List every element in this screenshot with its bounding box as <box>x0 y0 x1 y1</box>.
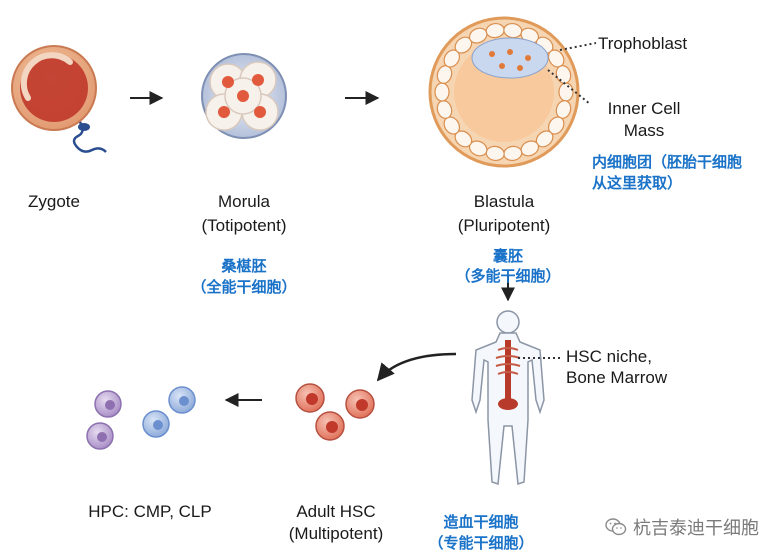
hpc-cell <box>86 422 114 450</box>
morula-potency-label: (Totipotent) <box>201 216 287 235</box>
adult-hsc-label: Adult HSC <box>296 502 376 521</box>
morula-illustration <box>201 53 287 139</box>
adult-hsc-cn-label: 造血干细胞 <box>443 513 519 531</box>
blastula-cn-sub-label: （多能干细胞） <box>455 267 561 285</box>
watermark-text: 杭吉泰迪干细胞 <box>633 518 759 539</box>
morula-cn-sub-label: （全能干细胞） <box>191 278 297 296</box>
watermark: 杭吉泰迪干细胞 <box>605 514 759 541</box>
zygote-label: Zygote <box>28 192 80 211</box>
trophoblast-cell <box>434 82 450 102</box>
blastula-cn-label: 囊胚 <box>492 247 523 265</box>
hsc-cell <box>345 389 375 419</box>
trophoblast-label: Trophoblast <box>598 34 688 53</box>
arrow-body-adult-hsc <box>376 352 457 382</box>
blastula-potency-label: (Pluripotent) <box>457 216 551 235</box>
hpc-cells <box>86 386 196 450</box>
trophoblast-cell <box>558 82 574 102</box>
hsc-cell <box>315 411 345 441</box>
zygote-illustration <box>11 45 107 153</box>
hpc-cell <box>142 410 170 438</box>
morula-cn-label: 桑椹胚 <box>221 257 267 275</box>
hsc-cell <box>295 383 325 413</box>
icm-note-label-2: 从这里获取） <box>592 174 683 192</box>
blastula-label: Blastula <box>473 192 535 211</box>
hpc-label: HPC: CMP, CLP <box>88 502 212 521</box>
inner-cell-mass-label: Inner Cell <box>607 99 681 118</box>
icm-pointer <box>547 69 591 105</box>
hsc-niche-label: HSC niche, <box>566 347 652 366</box>
adult-hsc-cells <box>295 383 375 441</box>
inner-cell-mass-label-2: Mass <box>623 121 665 140</box>
spine-ribcage-illustration <box>495 340 521 410</box>
hpc-cell <box>168 386 196 414</box>
blastula-illustration <box>428 16 580 168</box>
bone-marrow-label: Bone Marrow <box>566 368 668 387</box>
icm-note-label: 内细胞团（胚胎干细胞 <box>592 153 743 171</box>
morula-label: Morula <box>218 192 270 211</box>
hpc-cell <box>94 390 122 418</box>
adult-hsc-potency-label: (Multipotent) <box>288 524 384 543</box>
adult-hsc-cn-sub-label: （专能干细胞） <box>428 534 534 552</box>
trophoblast-pointer <box>559 42 597 51</box>
wechat-icon <box>605 517 627 541</box>
